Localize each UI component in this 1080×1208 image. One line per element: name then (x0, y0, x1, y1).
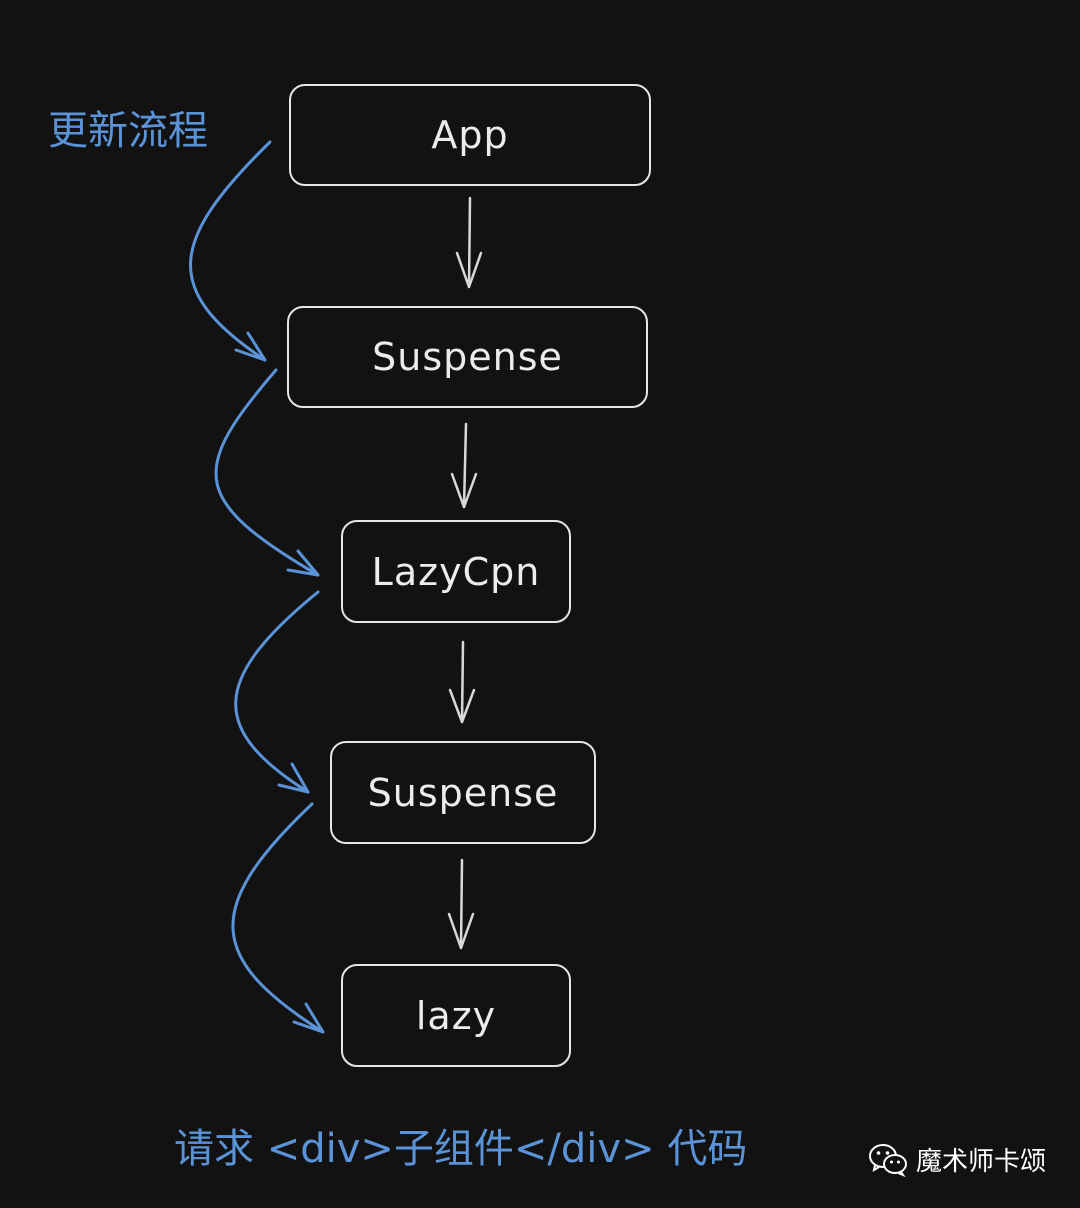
node-suspense-inner: Suspense (330, 741, 596, 844)
watermark: 魔术师卡颂 (868, 1141, 1046, 1178)
flow-curve-2 (214, 368, 320, 577)
arrow-suspense-to-lazy (447, 858, 475, 950)
node-lazycpn: LazyCpn (341, 520, 571, 623)
wechat-icon (868, 1143, 907, 1177)
arrow-app-to-suspense (455, 196, 483, 289)
watermark-text: 魔术师卡颂 (915, 1147, 1046, 1177)
arrow-lazycpn-to-suspense (448, 640, 476, 724)
node-suspense-outer: Suspense (287, 306, 648, 408)
node-lazy: lazy (341, 964, 571, 1067)
flow-curve-3 (234, 590, 320, 794)
flow-label: 更新流程 (48, 108, 208, 154)
flow-curve-4 (231, 802, 325, 1034)
flow-curve-1 (189, 140, 272, 362)
caption: 请求 <div>子组件</div> 代码 (174, 1126, 748, 1172)
node-app: App (289, 84, 651, 186)
arrow-suspense-to-lazycpn (450, 422, 478, 509)
